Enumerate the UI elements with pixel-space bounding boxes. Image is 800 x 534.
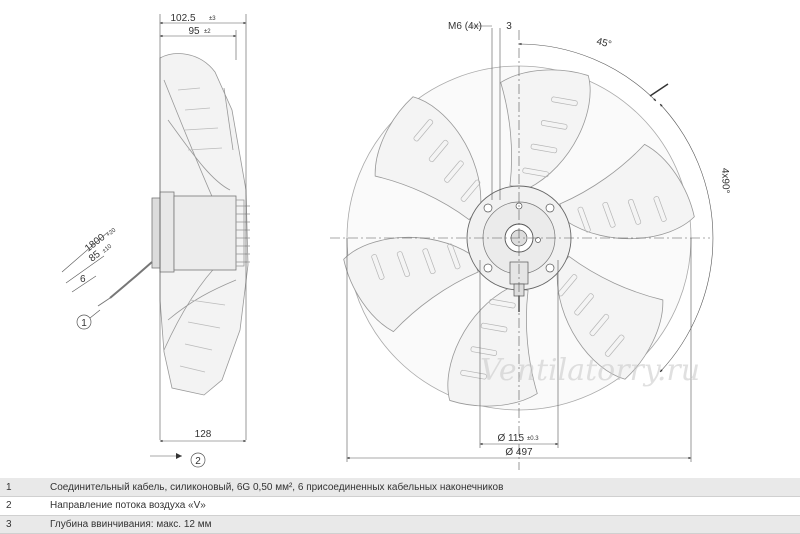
blade-slot (460, 369, 487, 380)
callout-2: 2 (190, 452, 206, 468)
depth-body-value: 95 (188, 26, 200, 37)
blade-slot (480, 322, 508, 333)
blade-slot (577, 206, 591, 233)
blade-slot (447, 243, 461, 270)
svg-text:2: 2 (195, 456, 201, 467)
legend-number: 3 (0, 515, 42, 534)
legend-number: 2 (0, 496, 42, 516)
blade-slot (522, 167, 549, 178)
fan-blade (343, 236, 479, 333)
cable-strip-tolerance: ±10 (102, 243, 114, 254)
svg-text:1: 1 (81, 318, 87, 329)
angle-offset-label: 45° (595, 36, 612, 50)
svg-text:3: 3 (506, 21, 512, 32)
cable-end-value: 6 (80, 274, 86, 285)
blade-slot (371, 254, 385, 280)
blade-slot (557, 274, 578, 297)
hub-diameter-label: Ø 115 (498, 433, 525, 444)
legend-text: Соединительный кабель, силиконовый, 6G 0… (42, 478, 800, 497)
watermark: Ventilatorry.ru (480, 353, 700, 388)
fan-diameter-label: Ø 497 (505, 447, 533, 458)
front-view-dimensions (330, 25, 714, 470)
blade-slot (574, 293, 594, 316)
depth-body-tolerance: ±2 (204, 29, 211, 35)
legend-row: 1 Соединительный кабель, силиконовый, 6G… (0, 478, 800, 497)
blade-slot (530, 143, 558, 154)
blade-slot (602, 201, 616, 228)
blade-slot (422, 248, 436, 275)
callout-1: 1 (76, 309, 101, 330)
blade-slot (413, 119, 434, 142)
blade-slot (396, 251, 411, 277)
blade-slot (589, 313, 610, 337)
fan-blade (556, 255, 664, 380)
blade-slot (444, 160, 464, 183)
fan-blade (374, 96, 482, 221)
blade-slot (460, 179, 481, 202)
depth-total-tolerance: ±3 (209, 16, 216, 22)
legend-row: 2 Направление потока воздуха «V» (0, 496, 800, 516)
legend-table: 1 Соединительный кабель, силиконовый, 6G… (0, 478, 800, 534)
blade-slot (470, 346, 498, 356)
hub-depth-value: 128 (195, 429, 212, 440)
legend-text: Глубина ввинчивания: макс. 12 мм (42, 515, 800, 534)
blade-slot (540, 120, 568, 130)
blade-slot (428, 139, 449, 163)
fan-technical-drawing: 102.5 ±3 95 ±2 128 1800 +20 85 ±10 6 1 2… (61, 13, 731, 470)
hub-diameter-tolerance: ±0.3 (527, 436, 539, 442)
depth-total-value: 102.5 (170, 13, 195, 24)
legend-text: Направление потока воздуха «V» (42, 496, 800, 516)
blade-slot (489, 298, 516, 309)
fan-blade (447, 286, 538, 407)
side-view (97, 53, 250, 396)
angle-spacing-label: 4x90° (719, 168, 731, 194)
thread-label: M6 (4x) (448, 21, 482, 32)
legend-row: 3 Глубина ввинчивания: макс. 12 мм (0, 515, 800, 534)
legend-number: 1 (0, 478, 42, 497)
cable-length-tolerance: +20 (106, 227, 118, 238)
blade-slot (627, 199, 642, 225)
callout-3: 3 (506, 21, 512, 32)
blade-slot (604, 334, 625, 357)
side-view-dimensions (61, 14, 247, 459)
